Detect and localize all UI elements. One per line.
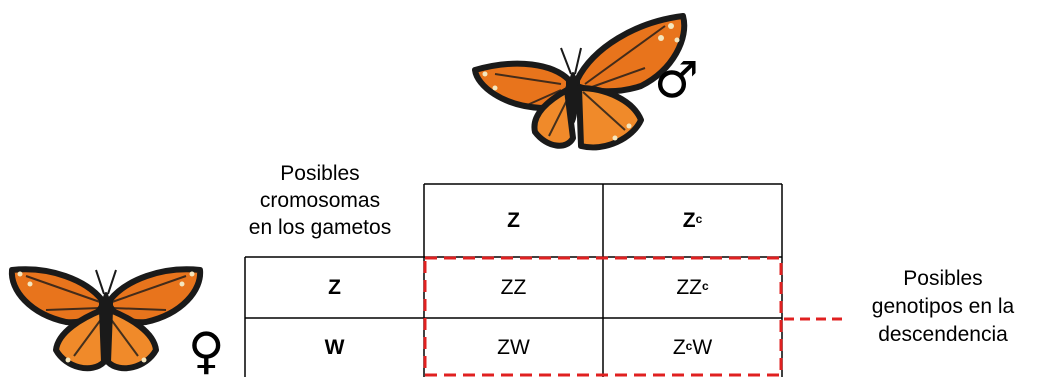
offspring-highlight-box — [423, 256, 783, 377]
gametes-label-line-1: Posibles — [280, 162, 360, 185]
offspring-label-line-2: genotipos en la — [871, 295, 1015, 318]
column-header-z: Z — [424, 184, 603, 257]
gametes-label-line-3: en los gametos — [248, 216, 392, 239]
offspring-label-line-1: Posibles — [903, 267, 983, 290]
genotype-cell-zw: ZW — [424, 318, 603, 377]
genotype-zz-text: ZZ — [500, 275, 527, 299]
offspring-label-line-3: descendencia — [878, 323, 1008, 346]
row-header-z: Z — [245, 257, 424, 318]
female-symbol-icon: ♀ — [188, 322, 225, 380]
genotype-zcw-pre: Z — [672, 335, 686, 359]
row-header-w-label: W — [324, 335, 345, 359]
male-butterfly-image — [472, 13, 688, 151]
genotype-zcw-post: W — [692, 335, 713, 359]
column-header-zc-base: Z — [682, 208, 696, 232]
genotype-zcw-sup: c — [685, 338, 693, 353]
row-header-z-label: Z — [328, 275, 341, 299]
column-header-zc-sup: c — [695, 211, 703, 226]
genotype-zzc-text: ZZ — [676, 275, 702, 299]
male-symbol-icon: ♂ — [654, 51, 699, 109]
genotype-zw-text: ZW — [497, 335, 530, 359]
offspring-genotypes-label: Posibles genotipos en la descendencia — [848, 265, 1038, 349]
female-butterfly-image — [8, 266, 204, 372]
column-header-z-base: Z — [507, 208, 520, 232]
gametes-label-line-2: cromosomas — [259, 189, 381, 212]
genotype-zzc-sup: c — [701, 278, 709, 293]
row-header-w: W — [245, 318, 424, 377]
genotype-cell-zz: ZZ — [424, 257, 603, 318]
gametes-header-label: Posibles cromosomas en los gametos — [230, 160, 410, 241]
